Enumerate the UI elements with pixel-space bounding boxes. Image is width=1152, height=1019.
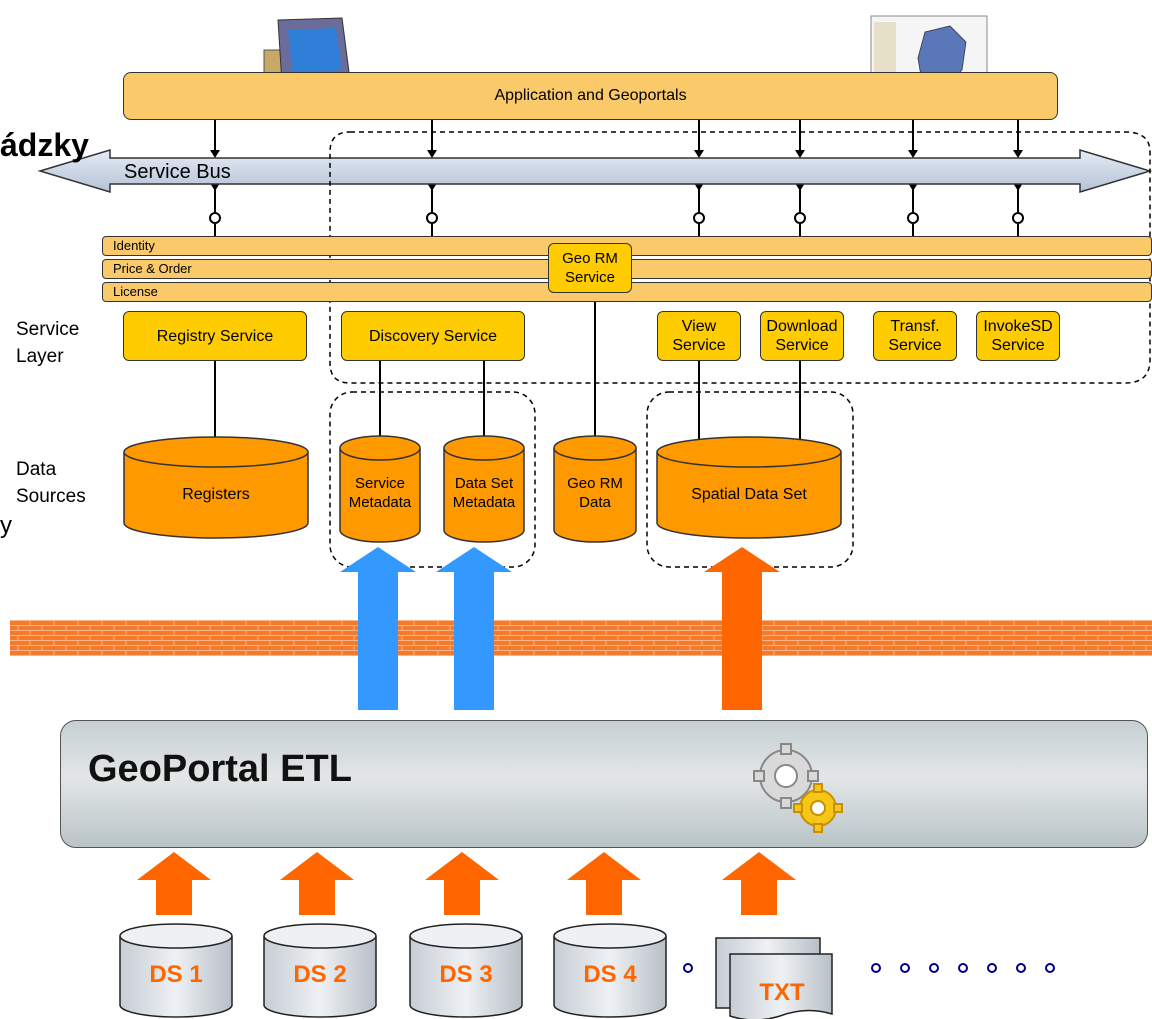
- ds4-cylinder: [553, 923, 667, 1018]
- service-layer-label: Service Layer: [16, 319, 80, 367]
- service-data-lines: [214, 292, 801, 440]
- ds2-label: DS 2: [293, 961, 346, 988]
- transf-service-box: Transf. Service: [873, 311, 957, 361]
- spatial-data-set-label: Spatial Data Set: [691, 486, 807, 503]
- arrow-up-orange: [704, 547, 780, 710]
- geo-rm-data-label: Geo RM: [567, 475, 623, 492]
- geo-rm-service-box: Geo RM Service: [548, 243, 632, 293]
- geo-rm-data-label-2: Data: [579, 494, 611, 511]
- arrow-up-blue-2: [436, 547, 512, 710]
- gears-icon: [753, 743, 843, 833]
- service-metadata-label-2: Metadata: [349, 494, 412, 511]
- firewall: [10, 620, 1152, 656]
- invokesd-service-box: InvokeSD Service: [976, 311, 1060, 361]
- arrow-up-blue-1: [340, 547, 416, 710]
- arrowheads: [210, 150, 1023, 191]
- service-metadata-cylinder: [339, 435, 421, 543]
- discovery-service-box: Discovery Service: [341, 311, 525, 361]
- ds3-label: DS 3: [439, 961, 492, 988]
- geo-rm-data-cylinder: [553, 435, 637, 543]
- dataset-metadata-cylinder: [443, 435, 525, 543]
- partial-glyph: y: [0, 512, 12, 539]
- download-service-box: Download Service: [760, 311, 844, 361]
- interface-circles: [209, 212, 1024, 224]
- registers-cylinder: [123, 436, 309, 539]
- input-arrows: [137, 852, 796, 915]
- txt-document-icon: [715, 937, 833, 1019]
- spatial-data-set-cylinder: [656, 436, 842, 539]
- dataset-metadata-label-2: Metadata: [453, 494, 516, 511]
- ds3-cylinder: [409, 923, 523, 1018]
- view-service-box: View Service: [657, 311, 741, 361]
- service-metadata-label: Service: [355, 475, 405, 492]
- application-bar: Application and Geoportals: [123, 72, 1058, 120]
- registry-service-box: Registry Service: [123, 311, 307, 361]
- ellipsis-dots: [683, 963, 1055, 973]
- txt-label: TXT: [759, 979, 805, 1006]
- service-bus-label: Service Bus: [124, 161, 231, 183]
- partial-title-text: ádzky: [0, 127, 89, 163]
- geoportal-etl-panel: [60, 720, 1148, 848]
- registers-label: Registers: [182, 486, 250, 503]
- data-sources-label: Data Sources: [16, 459, 86, 507]
- geoportal-etl-title: GeoPortal ETL: [88, 748, 352, 790]
- ds1-label: DS 1: [149, 961, 202, 988]
- ds1-cylinder: [119, 923, 233, 1018]
- ds4-label: DS 4: [583, 961, 637, 988]
- dataset-metadata-label: Data Set: [455, 475, 514, 492]
- ds2-cylinder: [263, 923, 377, 1018]
